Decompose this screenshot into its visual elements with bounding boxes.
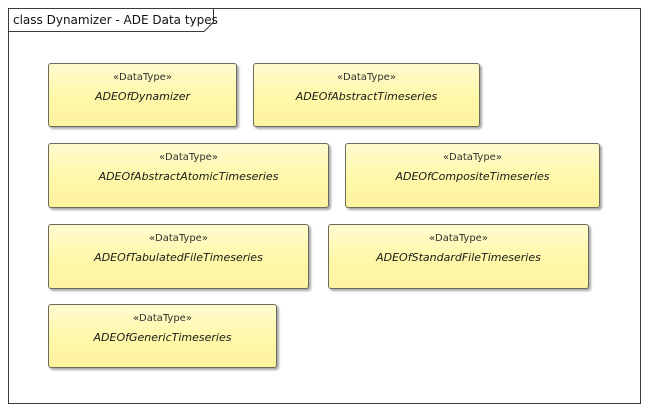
class-stereotype: «DataType»: [429, 233, 488, 244]
datatype-class-adeofstandardfiletimeseries[interactable]: «DataType» ADEOfStandardFileTimeseries: [328, 224, 589, 289]
datatype-class-adeoftabulatedfiletimeseries[interactable]: «DataType» ADEOfTabulatedFileTimeseries: [48, 224, 309, 289]
class-name: ADEOfAbstractAtomicTimeseries: [98, 170, 279, 183]
class-stereotype: «DataType»: [133, 313, 192, 324]
class-stereotype: «DataType»: [337, 72, 396, 83]
class-stereotype: «DataType»: [159, 152, 218, 163]
diagram-title: class Dynamizer - ADE Data types: [13, 13, 218, 27]
class-name: ADEOfAbstractTimeseries: [295, 90, 438, 103]
datatype-class-adeofabstracttimeseries[interactable]: «DataType» ADEOfAbstractTimeseries: [253, 63, 480, 127]
datatype-class-adeofdynamizer[interactable]: «DataType» ADEOfDynamizer: [48, 63, 237, 127]
class-stereotype: «DataType»: [113, 72, 172, 83]
class-name: ADEOfDynamizer: [94, 90, 190, 103]
class-name: ADEOfGenericTimeseries: [93, 331, 232, 344]
datatype-class-adeofabstractatomictimeseries[interactable]: «DataType» ADEOfAbstractAtomicTimeseries: [48, 143, 329, 208]
class-name: ADEOfCompositeTimeseries: [395, 170, 550, 183]
class-stereotype: «DataType»: [149, 233, 208, 244]
datatype-class-adeofcompositetimeseries[interactable]: «DataType» ADEOfCompositeTimeseries: [345, 143, 600, 208]
class-name: ADEOfStandardFileTimeseries: [376, 251, 541, 264]
class-stereotype: «DataType»: [443, 152, 502, 163]
datatype-class-adeofgenerictimeseries[interactable]: «DataType» ADEOfGenericTimeseries: [48, 304, 277, 368]
class-name: ADEOfTabulatedFileTimeseries: [94, 251, 263, 264]
